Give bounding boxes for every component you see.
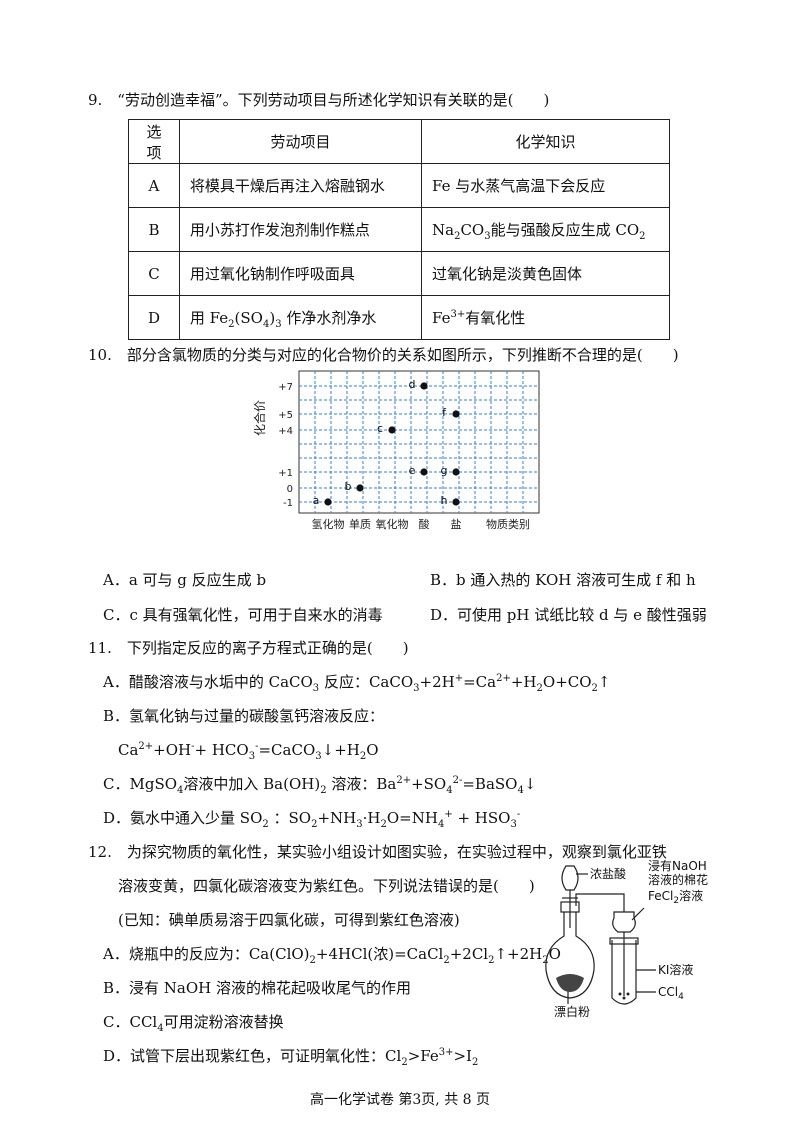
- data-point-a: [324, 498, 332, 506]
- row-option: B: [128, 207, 180, 252]
- row-option: D: [128, 295, 180, 340]
- chart-xlabel: 物质类别: [486, 517, 530, 531]
- table-row: B 用小苏打作发泡剂制作糕点 Na2CO3能与强酸反应生成 CO2: [128, 207, 670, 252]
- header-option: 选项: [128, 119, 180, 164]
- delivery-tube: [575, 893, 625, 906]
- y-tick-label: +7: [278, 382, 293, 393]
- q11-stem: 11. 下列指定反应的离子方程式正确的是( ): [88, 639, 409, 657]
- data-point-d: [420, 382, 428, 390]
- round-flask: [545, 912, 595, 999]
- table-row: D 用 Fe2(SO4)3 作净水剂净水 Fe3+有氧化性: [128, 295, 670, 340]
- q11-option-d: D．氨水中通入少量 SO2 ：SO2+NH3·H2O=NH4+ + HSO3-: [103, 809, 521, 830]
- row-labor-item: 将模具干燥后再注入熔融钢水: [178, 163, 423, 208]
- data-point-f: [452, 410, 460, 418]
- test-tube-stopper: [609, 937, 639, 945]
- y-tick-label: +5: [278, 410, 293, 421]
- chart-y-ticks: +7 +5 +4 +1 0 -1: [278, 382, 293, 509]
- row-chem-knowledge: Na2CO3能与强酸反应生成 CO2: [421, 207, 670, 252]
- row-chem-knowledge: 过氧化钠是淡黄色固体: [421, 251, 670, 296]
- y-tick-label: 0: [287, 484, 293, 495]
- q10-option-b: B．b 通入热的 KOH 溶液可生成 f 和 h: [430, 571, 696, 589]
- q10-option-d: D．可使用 pH 试纸比较 d 与 e 酸性强弱: [430, 606, 707, 624]
- y-tick-label: -1: [283, 498, 293, 509]
- data-point-c: [388, 426, 396, 434]
- table-row: A 将模具干燥后再注入熔融钢水 Fe 与水蒸气高温下会反应: [128, 163, 670, 208]
- q12-option-a: A．烧瓶中的反应为：Ca(ClO)2+4HCl(浓)=CaCl2+2Cl2↑+2…: [103, 945, 561, 966]
- chart-grid: [299, 371, 539, 513]
- bleach-powder: [556, 974, 584, 992]
- row-chem-knowledge: Fe3+有氧化性: [421, 295, 670, 340]
- q12-option-c: C．CCl4可用淀粉溶液替换: [103, 1013, 284, 1034]
- table-row: C 用过氧化钠制作呼吸面具 过氧化钠是淡黄色固体: [128, 251, 670, 296]
- ki-label: KI溶液: [658, 962, 693, 977]
- point-label-d: d: [409, 378, 416, 391]
- cotton-label-1: 浸有NaOH: [648, 859, 707, 873]
- page-footer: 高一化学试卷 第3页, 共 8 页: [309, 1092, 491, 1108]
- data-point-e: [420, 468, 428, 476]
- q10-option-c: C．c 具有强氧化性，可用于自来水的消毒: [103, 606, 383, 624]
- header-chem-knowledge: 化学知识: [421, 119, 670, 164]
- x-category-label: 盐: [451, 518, 462, 531]
- q12-stem-line1: 12. 为探究物质的氧化性，某实验小组设计如图实验，在实验过程中，观察到氯化亚铁: [88, 843, 667, 861]
- y-tick-label: +4: [278, 426, 293, 437]
- q9-table: 选项 劳动项目 化学知识 A 将模具干燥后再注入熔融钢水 Fe 与水蒸气高温下会…: [128, 119, 670, 340]
- flask-stopper: [560, 901, 580, 913]
- data-point-g: [452, 468, 460, 476]
- q9-stem: 9. “劳动创造幸福”。下列劳动项目与所述化学知识有关联的是( ): [88, 91, 550, 109]
- chart-x-categories: 氢化物单质氧化物酸 盐: [312, 517, 462, 531]
- q10-stem: 10. 部分含氯物质的分类与对应的化合物价的关系如图所示，下列推断不合理的是( …: [88, 346, 679, 364]
- apparatus-diagram: 浓盐酸 浸有NaOH 溶液的棉花 FeCl2溶液 KI溶液 CCl4 漂白粉: [545, 859, 708, 1018]
- chart-frame: [298, 370, 540, 514]
- test-tube: [611, 940, 637, 1005]
- row-labor-item: 用 Fe2(SO4)3 作净水剂净水: [178, 295, 423, 340]
- valence-chart: +7 +5 +4 +1 0 -1 氢化物单质氧化物酸 盐 a b c d e f g h 化合价 物质类别: [252, 370, 540, 531]
- x-category-label: 酸: [419, 517, 430, 531]
- q11-option-b-equation: Ca2++OH-+ HCO3-=CaCO3↓+H2O: [118, 741, 379, 762]
- x-category-label: 氧化物: [376, 517, 409, 531]
- row-option: C: [128, 251, 180, 296]
- data-point-b: [356, 484, 364, 492]
- fecl2-label: FeCl2溶液: [648, 888, 703, 906]
- q10-option-a: A．a 可与 g 反应生成 b: [103, 571, 267, 589]
- q12-option-b: B．浸有 NaOH 溶液的棉花起吸收尾气的作用: [103, 979, 412, 997]
- row-labor-item: 用过氧化钠制作呼吸面具: [178, 251, 423, 296]
- chart-points: a b c d e f g h: [313, 378, 460, 507]
- point-label-f: f: [442, 406, 447, 419]
- q11-option-a: A．醋酸溶液与水垢中的 CaCO3 反应：CaCO3+2H+=Ca2++H2O+…: [103, 673, 611, 694]
- q12-option-d: D．试管下层出现紫红色，可证明氧化性：Cl2>Fe3+>I2: [103, 1047, 479, 1068]
- q11-option-b-line1: B．氢氧化钠与过量的碳酸氢钙溶液反应：: [103, 707, 385, 725]
- hcl-label: 浓盐酸: [590, 866, 626, 881]
- row-option: A: [128, 163, 180, 208]
- point-label-g: g: [441, 464, 448, 477]
- ccl4-label: CCl4: [658, 985, 684, 1002]
- point-label-h: h: [441, 494, 448, 507]
- row-chem-knowledge: Fe 与水蒸气高温下会反应: [421, 163, 670, 208]
- q12-stem-line2: 溶液变黄，四氯化碳溶液变为紫红色。下列说法错误的是( ): [118, 877, 535, 895]
- q11-option-c: C．MgSO4溶液中加入 Ba(OH)2 溶液：Ba2++SO42-=BaSO4…: [103, 775, 537, 796]
- chart-ylabel: 化合价: [252, 400, 267, 436]
- point-label-e: e: [409, 464, 416, 477]
- cotton-label-2: 溶液的棉花: [648, 872, 708, 887]
- row-labor-item: 用小苏打作发泡剂制作糕点: [178, 207, 423, 252]
- fecl2-bulb: [612, 911, 636, 933]
- separatory-funnel: [561, 865, 579, 891]
- q12-note: (已知：碘单质易溶于四氯化碳，可得到紫红色溶液): [118, 911, 460, 929]
- point-label-a: a: [313, 494, 320, 507]
- header-labor-item: 劳动项目: [178, 119, 423, 164]
- bleach-label: 漂白粉: [554, 1004, 590, 1018]
- x-category-label: 氢化物: [312, 517, 345, 531]
- point-label-c: c: [377, 422, 383, 435]
- point-label-b: b: [345, 480, 352, 493]
- x-category-label: 单质: [349, 518, 371, 531]
- y-tick-label: +1: [278, 468, 293, 479]
- data-point-h: [452, 498, 460, 506]
- table-header-row: 选项 劳动项目 化学知识: [128, 119, 670, 164]
